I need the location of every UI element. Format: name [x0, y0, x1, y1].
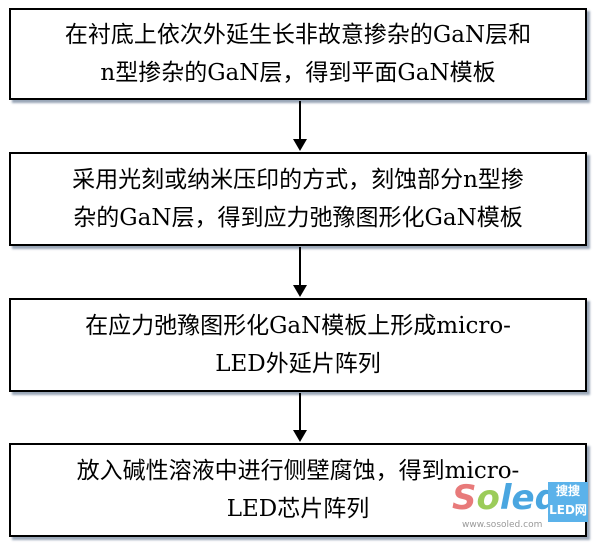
step-4-line-2: LED芯片阵列 — [226, 496, 370, 522]
logo-o: o — [476, 478, 500, 518]
badge-line-2: LED网 — [549, 503, 587, 517]
step-4-box: 放入碱性溶液中进行侧壁腐蚀，得到micro- LED芯片阵列 — [9, 443, 587, 537]
step-2-line-1: 采用光刻或纳米压印的方式，刻蚀部分n型掺 — [72, 167, 524, 193]
arrow-down-icon — [293, 393, 307, 442]
step-1-box: 在衬底上依次外延生长非故意掺杂的GaN层和 n型掺杂的GaN层，得到平面GaN模板 — [9, 8, 587, 100]
arrow-down-icon — [293, 247, 307, 297]
logo-s: S — [452, 478, 477, 518]
step-3-line-1: 在应力弛豫图形化GaN模板上形成micro- — [85, 313, 511, 339]
arrow-down-icon — [293, 101, 307, 151]
step-3-box: 在应力弛豫图形化GaN模板上形成micro- LED外延片阵列 — [9, 298, 587, 392]
step-4-line-1: 放入碱性溶液中进行侧壁腐蚀，得到micro- — [76, 458, 520, 484]
step-3-line-2: LED外延片阵列 — [215, 351, 381, 377]
logo-url: www.sosoled.com — [462, 520, 543, 530]
step-1-line-2: n型掺杂的GaN层，得到平面GaN模板 — [100, 60, 496, 86]
logo-badge: 搜搜 LED网 — [548, 482, 588, 522]
step-2-line-2: 杂的GaN层，得到应力弛豫图形化GaN模板 — [73, 205, 523, 231]
step-2-box: 采用光刻或纳米压印的方式，刻蚀部分n型掺杂的GaN层，得到应力弛豫图形化GaN模… — [9, 152, 587, 246]
badge-line-1: 搜搜 — [555, 484, 580, 498]
step-1-line-1: 在衬底上依次外延生长非故意掺杂的GaN层和 — [64, 22, 532, 48]
